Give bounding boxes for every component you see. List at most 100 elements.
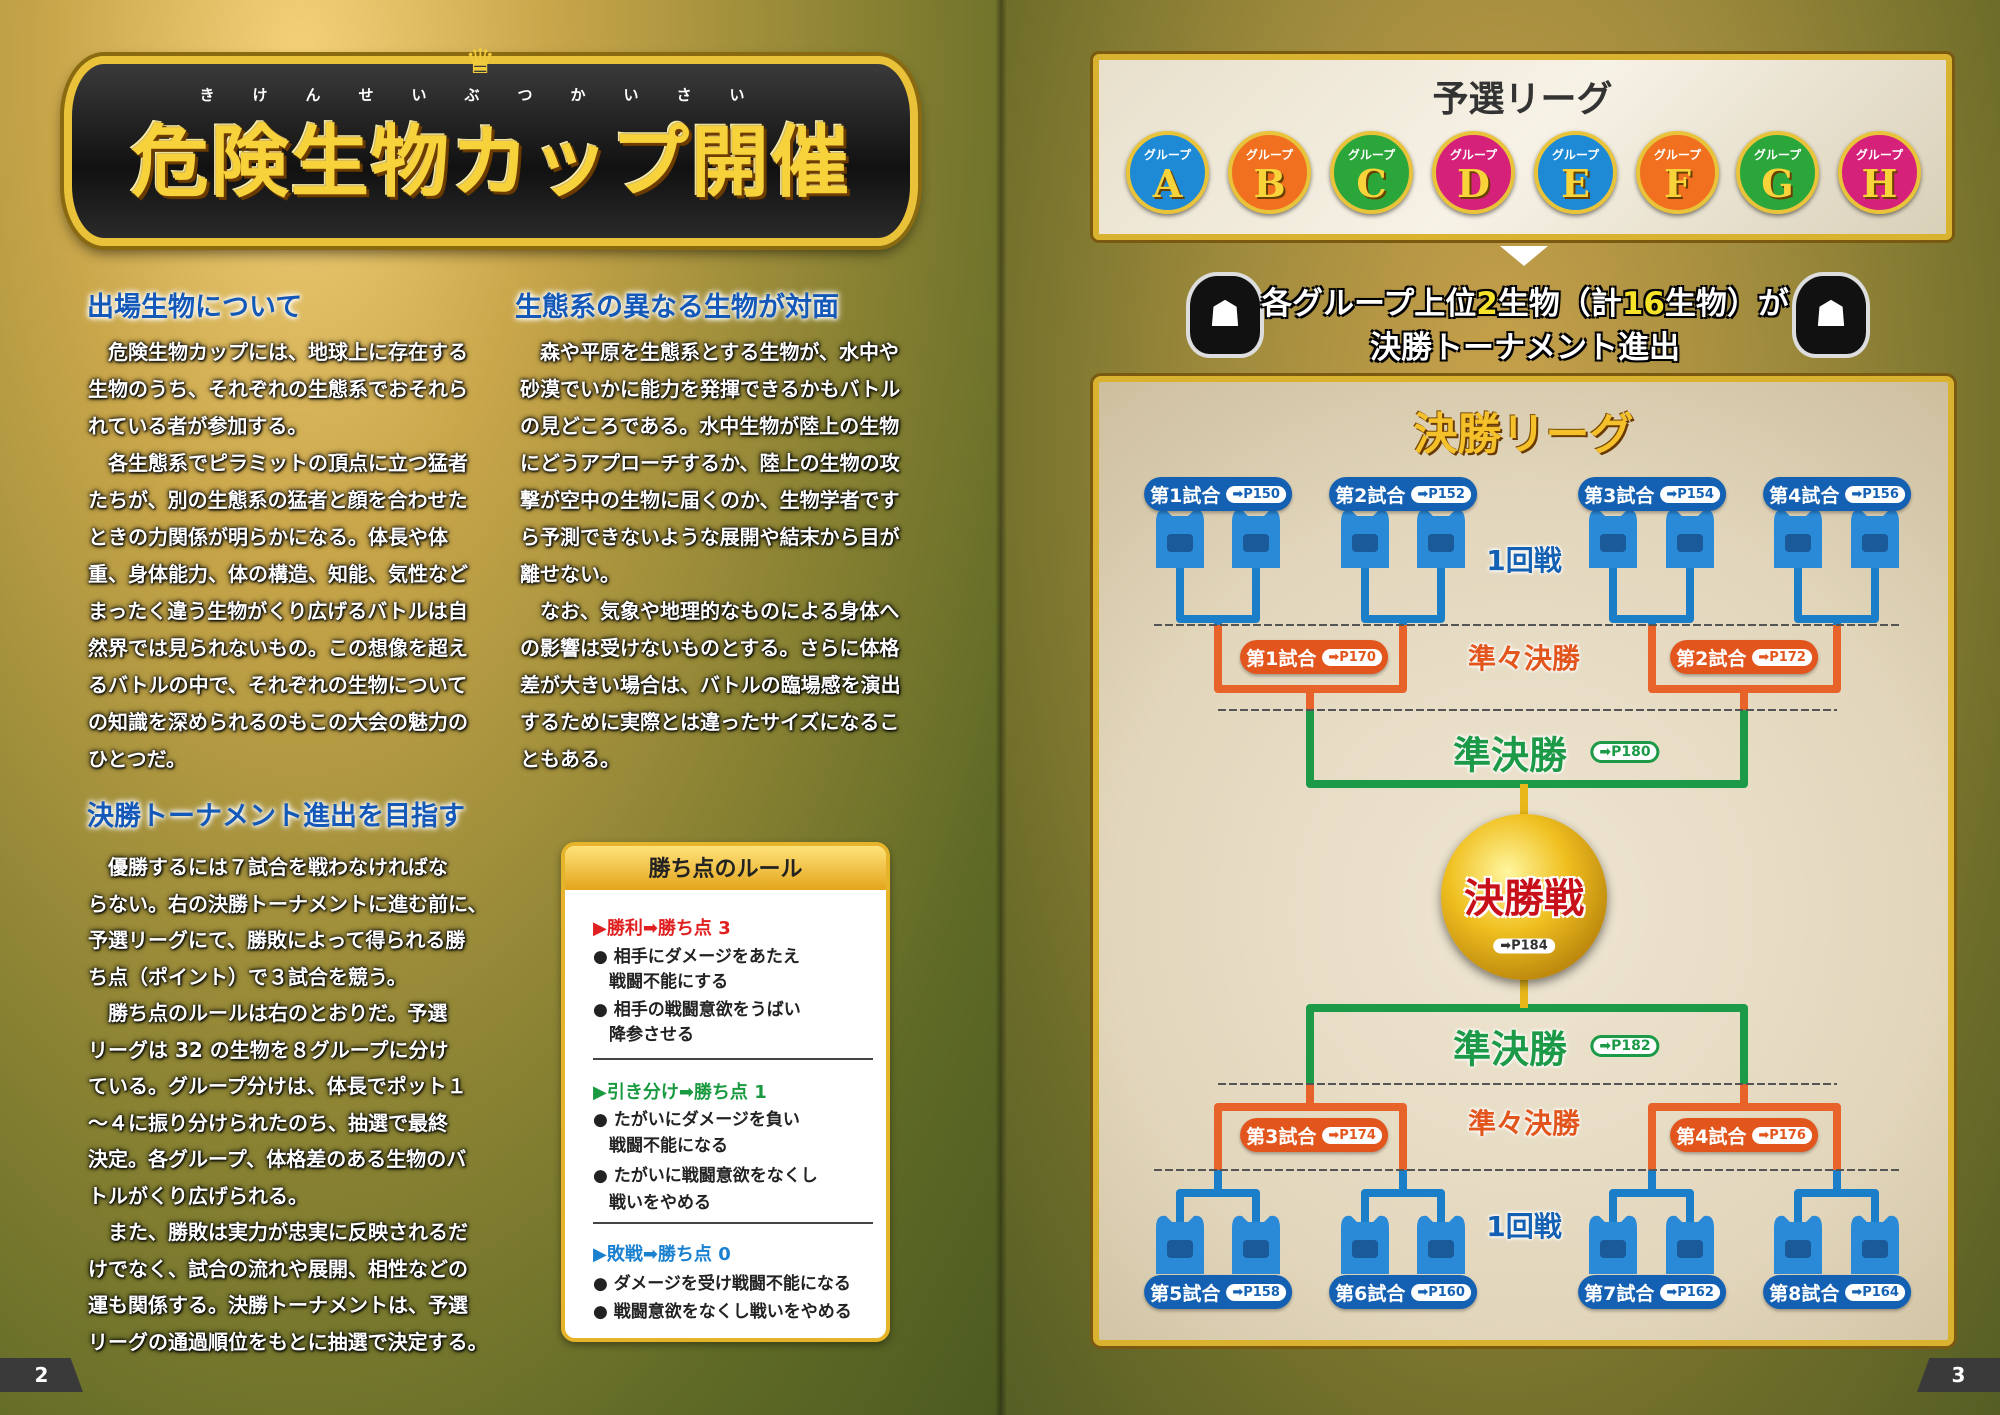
book-gutter (995, 0, 1007, 1415)
contestant-slot-icon (1232, 509, 1280, 568)
contestant-slot-icon (1851, 1215, 1899, 1274)
match-name: 第4試合 (1769, 484, 1840, 507)
text-line: 決定。各グループ、体格差のある生物のバ (88, 1147, 467, 1171)
prelim-league-title: 予選リーグ (1432, 79, 1613, 120)
text-line: らない。右の決勝トーナメントに進む前に、 (88, 891, 488, 916)
round1-line (1794, 560, 1879, 625)
crown-icon: ♛ (465, 42, 496, 82)
group-letter: B (1253, 161, 1286, 206)
match-label: 第2試合➡P152 (1329, 477, 1477, 511)
group-label: グループ (1449, 148, 1498, 162)
group-letter: C (1356, 161, 1387, 206)
match-name: 第8試合 (1769, 1282, 1840, 1305)
qf-label: 準々決勝 (1467, 642, 1581, 675)
text-line: 砂漠でいかに能力を発揮できるかもバトル (520, 377, 901, 401)
advance-text-line2: 決勝トーナメント進出 (1370, 330, 1680, 366)
match-label: 第6試合➡P160 (1329, 1275, 1477, 1309)
group-label: グループ (1855, 148, 1904, 162)
match-label: 第8試合 ➡P164 (1763, 1275, 1911, 1309)
group-letter: D (1457, 161, 1490, 206)
round1-line (1609, 560, 1694, 625)
rule-result: ▶勝利➡勝ち点 3 (593, 918, 731, 939)
match-page-ref: ➡P158 (1226, 1283, 1286, 1301)
rule-bullet: ● たがいにダメージを負い (593, 1110, 800, 1130)
rule-bullet: 降参させる (609, 1025, 694, 1045)
text-line: また、勝敗は実力が忠実に反映されるだ (108, 1220, 468, 1244)
text-line: 運も関係する。決勝トーナメントは、予選 (88, 1293, 468, 1317)
contestant-slot-icon (1589, 509, 1637, 568)
match-label: 第7試合➡P162 (1578, 1275, 1726, 1309)
group-label: グループ (1143, 148, 1192, 162)
group-letter: H (1861, 161, 1898, 206)
sf-label: 準決勝 (1452, 1027, 1568, 1072)
section-heading-tournament: 決勝トーナメント進出を目指す (87, 801, 465, 832)
match-name: 第1試合 (1150, 484, 1221, 507)
group-letter: G (1761, 161, 1794, 206)
page-number-right: 3 (1917, 1358, 2000, 1392)
match-name: 第4試合 (1676, 1125, 1747, 1148)
rules-box-title: 勝ち点のルール (565, 846, 886, 890)
match-page-ref: ➡P156 (1845, 485, 1905, 503)
round1-label: 1回戦 (1486, 544, 1562, 577)
match-label: 第1試合➡P150 (1144, 477, 1292, 511)
rule-bullet: ● 相手の戦闘意欲をうばい (593, 1000, 801, 1020)
text-line: 差が大きい場合は、バトルの臨場感を演出 (520, 673, 901, 697)
group-label: グループ (1347, 148, 1396, 162)
match-page-ref: ➡P164 (1845, 1283, 1905, 1301)
text-line: 〜４に振り分けられたのち、抽選で最終 (88, 1110, 448, 1135)
text-line: 優勝するには７試合を戦わなければな (108, 855, 448, 879)
text-line: ら予測できないような展開や結末から目が (520, 525, 900, 549)
match-name: 第2試合 (1335, 484, 1406, 507)
title-banner (64, 56, 918, 246)
contestant-slot-icon (1666, 509, 1714, 568)
points-rules-box: 勝ち点のルール ▶勝利➡勝ち点 3 ● 相手にダメージをあたえ戦闘不能にする ● 相… (561, 842, 890, 1342)
text-line: の影響は受けないものとする。さらに体格 (520, 636, 900, 660)
rule-bullet: 戦闘不能にする (609, 972, 729, 992)
group-label: グループ (1653, 148, 1702, 162)
round1-label: 1回戦 (1486, 1210, 1562, 1243)
monster-face-icon: ☗ (1792, 272, 1870, 358)
rule-result: ▶敗戦➡勝ち点 0 (593, 1244, 731, 1265)
finals-title: 決勝リーグ (1413, 409, 1634, 460)
sf-page-ref: ➡P180 (1590, 741, 1660, 763)
match-label: 第3試合➡P154 (1578, 477, 1726, 511)
match-label: 第3試合➡P174 (1240, 1118, 1388, 1152)
advance-top-n: 2 (1476, 286, 1498, 322)
text-line: 生物のうち、それぞれの生態系でおそれら (88, 377, 468, 401)
contestant-slot-icon (1774, 509, 1822, 568)
text-line: まったく違う生物がくり広げるバトルは自 (88, 599, 468, 623)
contestant-slot-icon (1417, 1215, 1465, 1274)
advance-mid: 生物（計 (1497, 286, 1622, 322)
contestant-slot-icon (1589, 1215, 1637, 1274)
title-furigana: きけんせいぶつかいさい (199, 86, 783, 104)
rule-bullet: 戦いをやめる (609, 1193, 711, 1213)
text-line: トルがくり広げられる。 (88, 1183, 308, 1208)
text-line: にどうアプローチするか、陸上の生物の攻 (520, 451, 900, 475)
text-line: ている。グループ分けは、体長でポット１ (88, 1074, 467, 1098)
rule-bullet: ● 相手にダメージをあたえ (593, 947, 800, 967)
round1-line (1176, 1170, 1260, 1226)
match-name: 第5試合 (1150, 1282, 1221, 1305)
advance-pre: 各グループ上位 (1261, 286, 1477, 322)
text-line: 危険生物カップには、地球上に存在する (108, 340, 468, 364)
round1-line (1794, 1170, 1879, 1226)
sf-label: 準決勝 (1452, 733, 1568, 778)
text-line: 勝ち点のルールは右のとおりだ。予選 (108, 1001, 448, 1025)
qf-line (1214, 625, 1407, 710)
text-line: ち点（ポイント）で３試合を競う。 (88, 964, 407, 989)
text-line: 各生態系でピラミットの頂点に立つ猛者 (108, 451, 468, 475)
contestant-slot-icon (1851, 509, 1899, 568)
contestant-slot-icon (1156, 1215, 1204, 1274)
match-label: 第4試合➡P176 (1670, 1118, 1818, 1152)
page-title: 危険生物カップ開催 (130, 118, 851, 208)
text-line: 撃が空中の生物に届くのか、生物学者です (520, 488, 900, 512)
match-name: 第3試合 (1584, 484, 1655, 507)
text-line: なお、気象や地理的なものによる身体へ (540, 599, 900, 623)
qf-label: 準々決勝 (1467, 1107, 1581, 1140)
